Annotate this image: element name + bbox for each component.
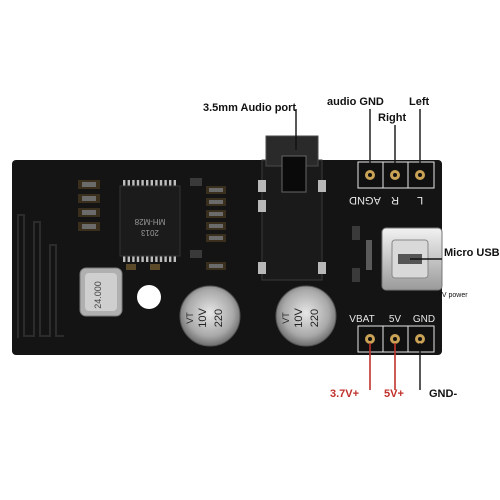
usb-side-components — [352, 226, 372, 282]
chip-pin — [173, 255, 176, 262]
capacitor-left-value: 220 — [213, 309, 225, 327]
chip-pin — [127, 180, 130, 187]
smd-components — [126, 178, 202, 270]
chip-pin — [155, 255, 158, 262]
chip-pin — [155, 180, 158, 187]
chip-pin — [164, 180, 167, 187]
audio-jack — [258, 135, 326, 281]
capacitor-right: 220 10V VT — [275, 285, 337, 347]
antenna-trace — [17, 214, 64, 338]
bluetooth-chip: MH-M28 2013 — [119, 180, 181, 262]
capacitor-left-type: VT — [185, 312, 195, 324]
silk-agnd: AGND — [349, 194, 381, 206]
label-audio-gnd: audio GND — [327, 96, 384, 108]
capacitor-right-type: VT — [281, 312, 291, 324]
chip-pin — [132, 255, 135, 262]
chip-pin — [136, 180, 140, 187]
label-5v: 5V+ — [384, 388, 404, 400]
silk-5v: 5V — [389, 314, 402, 325]
silk-r: R — [391, 194, 399, 206]
chip-label-year: 2013 — [141, 228, 159, 237]
chip-pin — [173, 180, 176, 187]
resistor-array-left — [78, 180, 100, 231]
capacitor-left: 220 10V VT — [179, 285, 241, 347]
label-3v7: 3.7V+ — [330, 388, 360, 400]
crystal-label: 24.000 — [93, 281, 103, 309]
chip-pin — [136, 255, 140, 262]
chip-pin — [164, 255, 167, 262]
label-gnd-minus: GND- — [429, 388, 458, 400]
silk-l: L — [417, 194, 423, 206]
chip-pin — [141, 255, 144, 262]
capacitor-left-voltage: 10V — [197, 308, 209, 328]
crystal-oscillator: 24.000 — [79, 267, 123, 317]
chip-pin — [123, 255, 126, 262]
label-5v-power: 5V power — [438, 292, 468, 299]
chip-pin — [169, 180, 172, 187]
chip-label-model: MH-M28 — [134, 217, 165, 226]
silk-vbat: VBAT — [349, 314, 374, 325]
capacitor-right-value: 220 — [309, 309, 321, 327]
chip-pin — [159, 180, 163, 187]
chip-pin — [127, 255, 130, 262]
chip-pin — [132, 180, 135, 187]
leader-lines — [295, 109, 442, 390]
label-left: Left — [409, 96, 430, 108]
label-right: Right — [378, 112, 407, 124]
chip-pin — [146, 255, 149, 262]
header-top — [357, 161, 435, 189]
chip-pin — [169, 255, 172, 262]
label-audio-port: 3.5mm Audio port — [203, 102, 297, 114]
chip-pin — [146, 180, 149, 187]
chip-pin — [141, 180, 144, 187]
label-micro-usb: Micro USB — [444, 247, 500, 259]
chip-pin — [123, 180, 126, 187]
chip-pin — [150, 180, 153, 187]
chip-pin — [159, 255, 163, 262]
capacitor-right-voltage: 10V — [293, 308, 305, 328]
chip-pin — [150, 255, 153, 262]
resistor-array-right — [206, 186, 226, 270]
silk-gnd: GND — [413, 314, 435, 325]
mounting-hole — [137, 285, 161, 309]
